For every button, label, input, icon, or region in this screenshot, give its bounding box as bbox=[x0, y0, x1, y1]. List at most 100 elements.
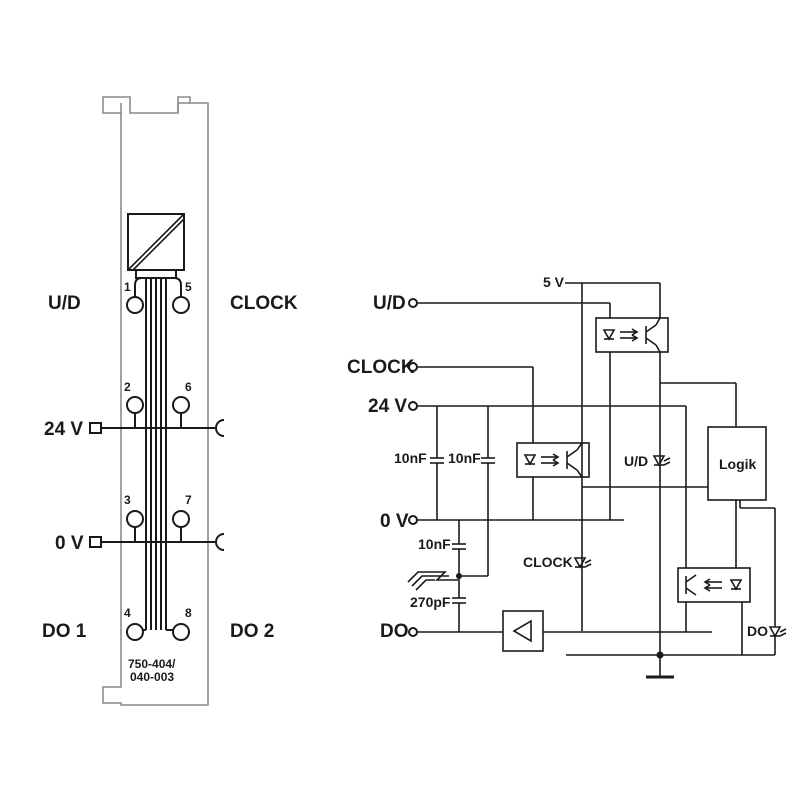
label-24v-input: 24 V bbox=[368, 396, 407, 417]
led-ud-label: U/D bbox=[624, 453, 648, 469]
module-internal-wires bbox=[134, 277, 182, 631]
led-do-ray-1 bbox=[779, 628, 787, 633]
led-do-ray-2 bbox=[779, 632, 787, 637]
converter-base bbox=[135, 269, 177, 279]
terminal-number-7: 7 bbox=[185, 493, 192, 507]
terminal-0v-input[interactable] bbox=[408, 515, 418, 525]
module-drawing: 1 2 3 4 5 6 7 8 750-404/ 040-003 U/D CLO… bbox=[42, 96, 298, 706]
led-clock-icon bbox=[573, 557, 587, 569]
terminal-number-2: 2 bbox=[124, 380, 131, 394]
label-5v: 5 V bbox=[543, 274, 565, 290]
opto-ud-emitter-lead bbox=[655, 344, 661, 353]
label-clock-input: CLOCK bbox=[347, 357, 415, 378]
status-led-clock: CLOCK bbox=[523, 554, 592, 570]
capacitor-chain bbox=[452, 520, 488, 632]
terminal-7[interactable] bbox=[172, 510, 190, 528]
led-ud-icon bbox=[652, 455, 666, 467]
opto-clock-arrowhead-2 bbox=[552, 459, 560, 467]
terminal-24v-right bbox=[215, 419, 225, 437]
terminal-number-8: 8 bbox=[185, 606, 192, 620]
opto-do-collector bbox=[685, 574, 697, 583]
terminal-2[interactable] bbox=[126, 396, 144, 414]
led-do-label: DO bbox=[747, 623, 768, 639]
terminal-4[interactable] bbox=[126, 623, 144, 641]
opto-do-arrowhead-1 bbox=[703, 578, 711, 586]
label-0v-module: 0 V bbox=[55, 533, 84, 554]
converter-diagonal bbox=[127, 213, 185, 271]
label-cap-4: 270pF bbox=[410, 594, 451, 610]
terminal-number-6: 6 bbox=[185, 380, 192, 394]
logic-block: Logik bbox=[707, 426, 767, 501]
terminal-3[interactable] bbox=[126, 510, 144, 528]
label-clock-module: CLOCK bbox=[230, 293, 298, 314]
led-clock-ray-1 bbox=[584, 559, 592, 564]
optocoupler-clock bbox=[516, 442, 590, 478]
driver-triangle-icon bbox=[512, 619, 532, 643]
opto-ud-arrowhead-1 bbox=[631, 328, 639, 336]
opto-ud-box bbox=[595, 317, 669, 353]
capacitor-c1 bbox=[430, 406, 444, 520]
status-led-ud: U/D bbox=[624, 453, 671, 469]
opto-clock-box bbox=[516, 442, 590, 478]
logic-box bbox=[707, 426, 767, 501]
terminal-clock-input[interactable] bbox=[408, 362, 418, 372]
opto-clock-led bbox=[523, 454, 537, 466]
led-do-icon bbox=[768, 626, 782, 638]
driver-box bbox=[502, 610, 544, 652]
converter-diagonal-2 bbox=[132, 218, 185, 271]
terminal-number-5: 5 bbox=[185, 280, 192, 294]
label-do-output: DO bbox=[380, 621, 409, 642]
label-do2-module: DO 2 bbox=[230, 621, 274, 642]
opto-do-emitter bbox=[685, 587, 697, 596]
ground-hatch-1 bbox=[411, 575, 449, 587]
opto-do-box bbox=[677, 567, 751, 603]
opto-ud-collector bbox=[645, 324, 657, 333]
terminal-0v-right bbox=[215, 533, 225, 551]
opto-clock-emitter bbox=[566, 462, 578, 471]
opto-ud-collector-lead bbox=[655, 317, 661, 326]
led-ud-ray-1 bbox=[663, 457, 671, 462]
module-clip-notch bbox=[177, 102, 190, 113]
opto-clock-emitter-lead bbox=[576, 469, 583, 478]
terminal-do-output[interactable] bbox=[408, 627, 418, 637]
rail-0v bbox=[89, 527, 225, 551]
wire-terminal-5 bbox=[170, 277, 182, 300]
terminal-1[interactable] bbox=[126, 296, 144, 314]
opto-ud-arrowhead-2 bbox=[631, 334, 639, 342]
label-ud-module: U/D bbox=[48, 293, 81, 314]
label-do1-module: DO 1 bbox=[42, 621, 87, 642]
opto-ud-led bbox=[602, 329, 616, 341]
rail-24v bbox=[89, 413, 225, 437]
part-number-line-1: 750-404/ bbox=[128, 657, 176, 671]
led-clock-ray-2 bbox=[584, 563, 592, 568]
terminal-0v-left bbox=[89, 536, 102, 548]
opto-do-led bbox=[729, 579, 743, 591]
output-driver-block bbox=[502, 610, 544, 652]
terminal-number-1: 1 bbox=[124, 280, 131, 294]
led-clock-label: CLOCK bbox=[523, 554, 573, 570]
optocoupler-do bbox=[677, 567, 751, 603]
status-led-do: DO bbox=[747, 623, 787, 655]
terminal-6[interactable] bbox=[172, 396, 190, 414]
opto-do-arrowhead-2 bbox=[703, 584, 711, 592]
terminal-8[interactable] bbox=[172, 623, 190, 641]
optocoupler-ud bbox=[595, 317, 669, 353]
ground-hatch-2 bbox=[415, 579, 435, 591]
opto-clock-arrowhead-1 bbox=[552, 453, 560, 461]
led-ud-ray-2 bbox=[663, 461, 671, 466]
terminal-number-3: 3 bbox=[124, 493, 131, 507]
ground-top-edge bbox=[407, 571, 458, 583]
capacitor-c2 bbox=[481, 406, 495, 576]
label-ud-input: U/D bbox=[373, 293, 406, 314]
terminal-24v-input[interactable] bbox=[408, 401, 418, 411]
opto-ud-emitter bbox=[645, 337, 657, 346]
terminal-5[interactable] bbox=[172, 296, 190, 314]
label-cap-3: 10nF bbox=[418, 536, 451, 552]
module-housing bbox=[102, 96, 209, 706]
circuit-schematic: 5 V U/D CLOCK 24 V 0 V DO 10nF 10nF 10nF… bbox=[347, 274, 787, 679]
label-0v-input: 0 V bbox=[380, 511, 409, 532]
terminals bbox=[126, 296, 190, 641]
terminal-ud-input[interactable] bbox=[408, 298, 418, 308]
